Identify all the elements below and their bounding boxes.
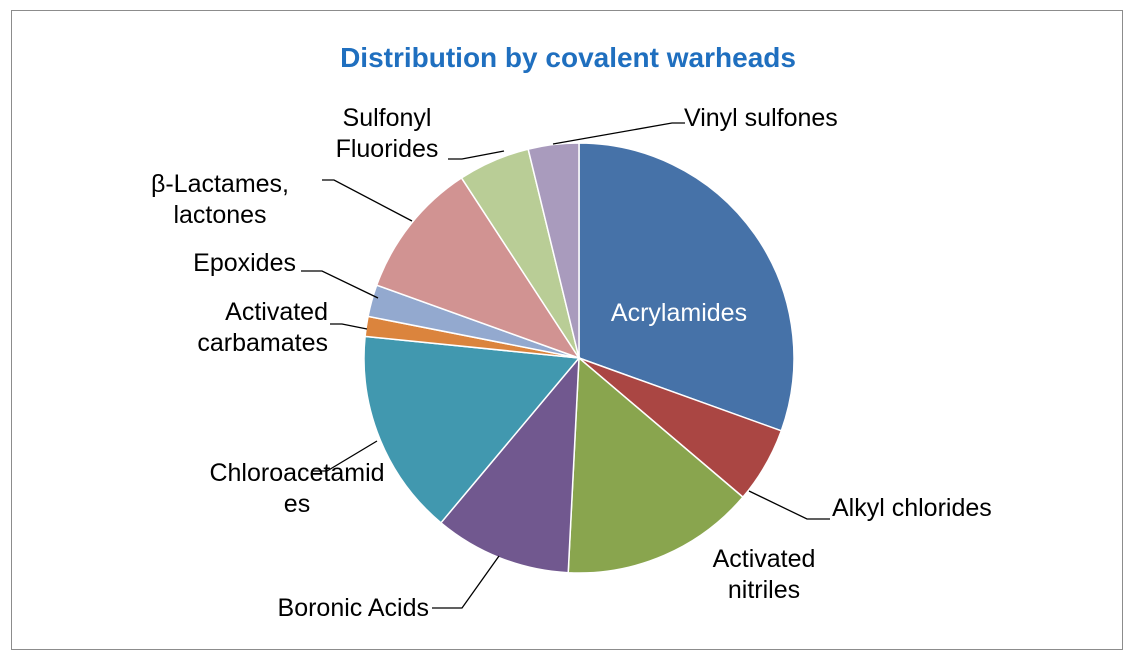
pie-slice-vinyl-sulfones [527,142,580,359]
pie-slice-activated-nitriles [567,356,744,574]
chart-title: Distribution by covalent warheads [340,42,796,73]
leader-lines [301,122,830,609]
slice-label: Acrylamides [611,299,747,327]
slice-label: Epoxides [193,249,296,277]
pie-slice-acrylamides [578,142,795,432]
leader-line [301,270,379,299]
pie-slices [363,142,795,574]
pie-slice-β-lactames--lactones [375,176,581,360]
leader-line [432,555,500,609]
slice-label: Alkyl chlorides [832,494,992,522]
chart-area: Distribution by covalent warheads Acryla… [11,10,1123,650]
slice-label: Boronic Acids [278,594,429,622]
pie-slice-chloroacetamid-es [363,335,581,524]
leader-line [322,179,413,222]
leader-line [552,122,685,145]
slice-label: β-Lactames,lactones [151,170,289,229]
slice-label: Vinyl sulfones [684,104,838,132]
leader-line [448,150,505,160]
leader-line [748,490,830,520]
leader-line [312,440,378,472]
leader-line [330,323,368,330]
pie-chart: Distribution by covalent warheads Acryla… [151,42,992,622]
pie-slice-boronic-acids [439,355,580,574]
